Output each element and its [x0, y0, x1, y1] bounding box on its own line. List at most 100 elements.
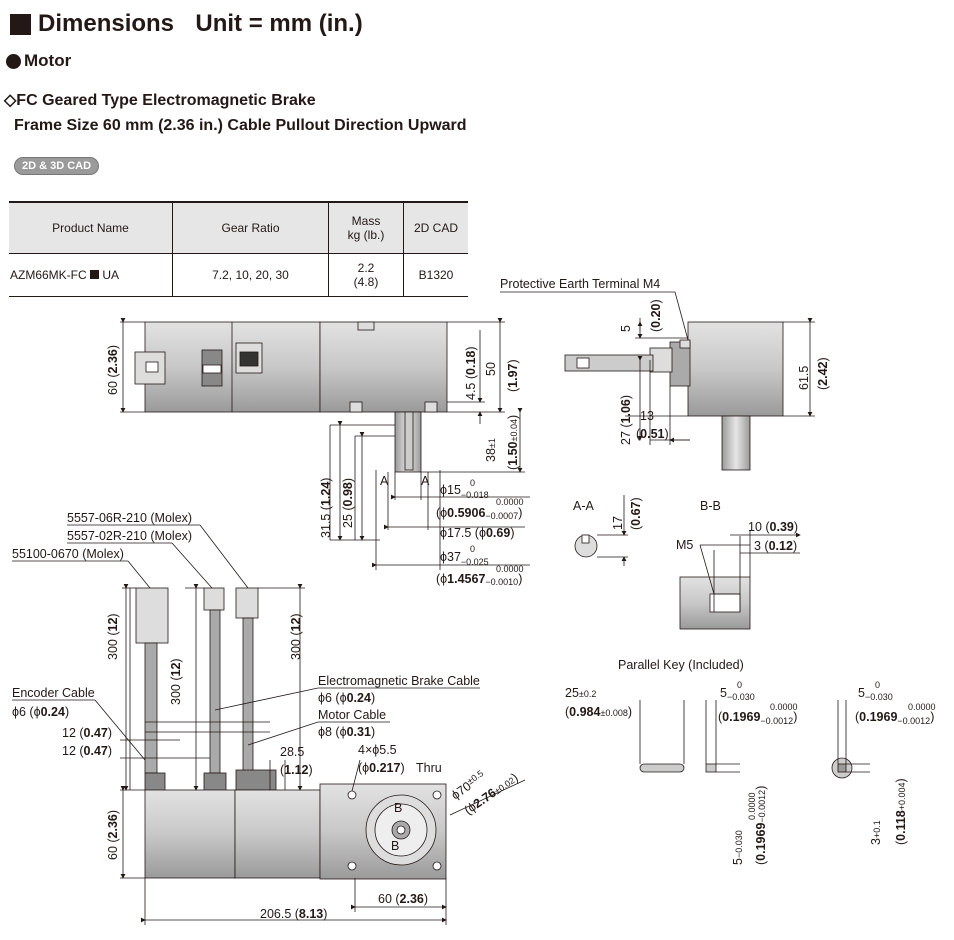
svg-text:0.0000: 0.0000: [496, 497, 524, 507]
mass-header: Mass: [351, 214, 381, 228]
svg-text:(0.67): (0.67): [629, 497, 643, 530]
section-mark-a2: A: [421, 474, 430, 488]
frame-info: Frame Size 60 mm (2.36 in.) Cable Pullou…: [14, 117, 467, 134]
cell-2d-cad[interactable]: B1320: [403, 253, 468, 297]
thru-label: Thru: [416, 761, 442, 775]
svg-text:ϕ15−0.018: ϕ15−0.018: [440, 483, 489, 500]
svg-text:(0.51): (0.51): [636, 427, 669, 441]
bb-label: B-B: [700, 499, 721, 513]
svg-text:ϕ6 (ϕ0.24): ϕ6 (ϕ0.24): [12, 705, 69, 719]
mass-lb: (4.8): [353, 275, 379, 289]
svg-text:3+0.1: 3+0.1: [869, 820, 883, 845]
svg-text:31.5 (1.24): 31.5 (1.24): [319, 478, 333, 538]
svg-text:61.5: 61.5: [797, 366, 811, 390]
molex-label-3: 55100-0670 (Molex): [12, 547, 124, 561]
svg-text:60 (2.36): 60 (2.36): [106, 345, 120, 395]
motor-cable-label: Motor Cable: [318, 708, 386, 722]
svg-text:300 (12): 300 (12): [169, 658, 183, 705]
parallel-keys: [639, 700, 870, 779]
section-bb: [679, 530, 801, 630]
section-heading: Motor: [6, 51, 71, 71]
section-label: Motor: [24, 51, 72, 70]
svg-text:(ϕ1.4567−0.0010): (ϕ1.4567−0.0010): [436, 572, 522, 587]
svg-text:25 (0.98): 25 (0.98): [341, 478, 355, 528]
dimension-labels: Protective Earth Terminal M4 5557-06R-21…: [12, 277, 936, 921]
cell-product-name: AZM66MK-FC UA: [9, 253, 173, 297]
svg-text:(ϕ0.5906−0.0007): (ϕ0.5906−0.0007): [436, 506, 522, 521]
svg-text:300 (12): 300 (12): [106, 613, 120, 660]
molex-label-2: 5557-02R-210 (Molex): [67, 529, 192, 543]
cell-gear-ratio: 7.2, 10, 20, 30: [172, 253, 329, 297]
svg-text:27 (1.06): 27 (1.06): [619, 395, 633, 445]
circle-bullet-icon: [6, 53, 21, 69]
bottom-view: [12, 524, 526, 925]
encoder-cable-label: Encoder Cable: [12, 686, 95, 700]
svg-text:13: 13: [640, 409, 654, 423]
svg-text:(0.1969−0.0012): (0.1969−0.0012): [718, 710, 797, 726]
hole-label: 4×ϕ5.5: [358, 743, 397, 757]
brake-cable-label: Electromagnetic Brake Cable: [318, 674, 480, 688]
aa-label: A-A: [573, 499, 595, 513]
pe-terminal-label: Protective Earth Terminal M4: [500, 277, 660, 291]
svg-text:60 (2.36): 60 (2.36): [106, 810, 120, 860]
svg-text:(0.118+0.004): (0.118+0.004): [894, 778, 908, 845]
section-mark-b2: B: [391, 839, 399, 853]
svg-text:300 (12): 300 (12): [289, 613, 303, 660]
name-suffix: UA: [102, 268, 120, 282]
svg-text:(0.1969−0.0012): (0.1969−0.0012): [754, 786, 768, 865]
svg-text:(0.984±0.008): (0.984±0.008): [565, 705, 632, 719]
product-type: ◇FC Geared Type Electromagnetic Brake: [4, 92, 316, 109]
section-mark-b: B: [394, 801, 402, 815]
svg-text:0: 0: [875, 680, 880, 690]
svg-text:50: 50: [484, 362, 498, 376]
svg-text:ϕ17.5 (ϕ0.69): ϕ17.5 (ϕ0.69): [440, 526, 514, 540]
svg-text:17: 17: [611, 516, 625, 530]
section-mark-a: A: [380, 474, 389, 488]
svg-text:(0.1969−0.0012): (0.1969−0.0012): [855, 710, 934, 726]
mass-unit-header: kg (lb.): [347, 228, 385, 242]
svg-text:ϕ8 (ϕ0.31): ϕ8 (ϕ0.31): [318, 725, 375, 739]
cell-mass: 2.2(4.8): [328, 253, 404, 297]
section-aa: [574, 495, 628, 566]
side-view-top: [120, 318, 530, 570]
svg-text:12 (0.47): 12 (0.47): [62, 726, 112, 740]
square-bullet-icon: [10, 13, 31, 35]
cad-badge[interactable]: 2D & 3D CAD: [14, 157, 100, 175]
svg-text:5: 5: [619, 325, 633, 332]
svg-text:ϕ6 (ϕ0.24): ϕ6 (ϕ0.24): [318, 691, 375, 705]
svg-text:ϕ37−0.025: ϕ37−0.025: [440, 550, 489, 567]
svg-text:10 (0.39): 10 (0.39): [748, 520, 798, 534]
svg-text:(1.97): (1.97): [506, 359, 520, 392]
unit-text: Unit = mm (in.): [195, 10, 363, 37]
svg-text:0.0000: 0.0000: [747, 792, 757, 820]
svg-text:(ϕ0.217): (ϕ0.217): [358, 761, 405, 775]
svg-text:25±0.2: 25±0.2: [565, 686, 596, 700]
svg-text:(1.50±0.04): (1.50±0.04): [506, 415, 520, 470]
table-row: AZM66MK-FC UA 7.2, 10, 20, 30 2.2(4.8) B…: [9, 253, 468, 297]
col-gear-ratio: Gear Ratio: [172, 201, 329, 254]
mass-kg: 2.2: [357, 261, 375, 275]
svg-text:12 (0.47): 12 (0.47): [62, 744, 112, 758]
col-product-name: Product Name: [9, 201, 173, 254]
svg-text:0: 0: [470, 478, 475, 488]
svg-text:0.0000: 0.0000: [908, 702, 936, 712]
svg-text:3 (0.12): 3 (0.12): [754, 539, 797, 553]
svg-text:5−0.030: 5−0.030: [731, 830, 745, 865]
svg-text:0.0000: 0.0000: [496, 564, 524, 574]
molex-label-1: 5557-06R-210 (Molex): [67, 511, 192, 525]
svg-text:38±1: 38±1: [484, 438, 498, 462]
parallel-key-label: Parallel Key (Included): [618, 658, 744, 672]
svg-text:206.5 (8.13): 206.5 (8.13): [260, 907, 327, 921]
svg-text:28.5: 28.5: [280, 745, 304, 759]
title-text: Dimensions: [38, 10, 175, 37]
m5-label: M5: [676, 538, 693, 552]
name-prefix: AZM66MK-FC: [10, 268, 87, 282]
svg-text:0: 0: [470, 544, 475, 554]
svg-text:(0.20): (0.20): [649, 299, 663, 332]
svg-text:(1.12): (1.12): [280, 763, 313, 777]
svg-text:4.5 (0.18): 4.5 (0.18): [464, 346, 478, 400]
